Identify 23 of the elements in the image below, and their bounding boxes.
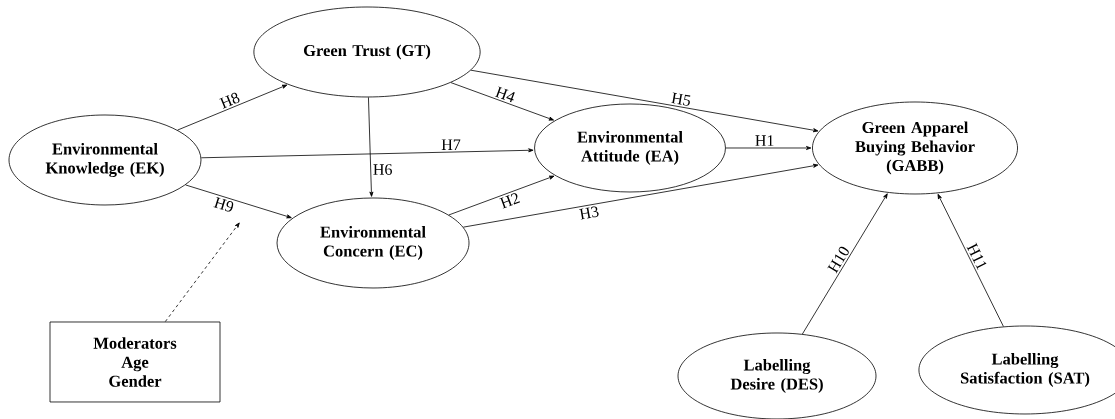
edge-label: H1 — [755, 135, 774, 146]
edge-label: H3 — [579, 206, 599, 220]
arrow — [462, 163, 819, 228]
edge-label: H4 — [494, 86, 515, 103]
edge-label: H5 — [671, 92, 691, 106]
arrow — [448, 175, 555, 216]
edge-label: H9 — [213, 197, 234, 212]
edge-label: H2 — [499, 193, 521, 209]
dashed-arrow — [164, 222, 240, 322]
arrow — [185, 184, 292, 219]
edge-label: H11 — [966, 242, 987, 271]
arrow — [450, 82, 554, 121]
moderator-box: Moderators Age Gender — [49, 321, 221, 403]
arrow — [937, 193, 1004, 327]
arrow — [177, 84, 288, 131]
edge-label: H6 — [373, 164, 392, 175]
arrow — [200, 148, 534, 159]
arrow — [368, 96, 374, 197]
edge-label: H7 — [441, 139, 461, 150]
arrow — [802, 193, 888, 335]
edge-label: H8 — [219, 92, 240, 109]
arrow — [725, 146, 812, 150]
arrow — [470, 69, 819, 133]
